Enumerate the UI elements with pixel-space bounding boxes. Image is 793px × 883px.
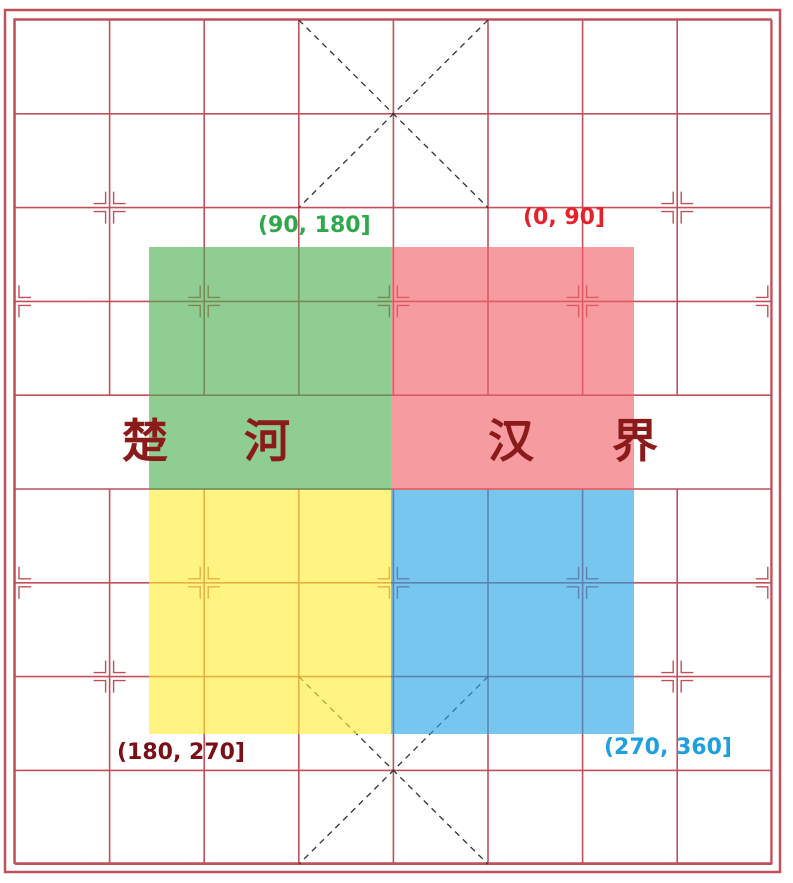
position-marker-2-corner (112, 679, 126, 693)
position-marker-13 (755, 566, 769, 599)
position-marker-3-corner (661, 679, 674, 693)
position-marker-8-corner (755, 304, 769, 318)
position-marker-13-corner (755, 566, 769, 580)
position-marker-9 (18, 566, 31, 599)
position-marker-4-corner (18, 304, 31, 318)
position-marker-4-corner (18, 285, 31, 299)
position-marker-13-corner (755, 586, 769, 599)
position-marker-1-corner (680, 191, 694, 205)
quadrant-q3-label: (180, 270] (117, 740, 245, 765)
position-marker-0-corner (93, 191, 107, 205)
outer-frame (3, 8, 782, 874)
quadrant-q2-label: (90, 180] (258, 213, 371, 238)
river-char-han: 汉 (488, 414, 534, 468)
position-marker-2-corner (112, 660, 126, 674)
river-char-chu: 楚 (122, 414, 168, 468)
position-marker-3-corner (661, 660, 674, 674)
quadrant-q2-overlay (149, 247, 391, 490)
position-marker-3-corner (680, 660, 694, 674)
position-marker-1 (661, 191, 694, 224)
river-char-he: 河 (244, 414, 290, 468)
position-marker-0-corner (112, 210, 126, 224)
position-marker-3-corner (680, 679, 694, 693)
position-marker-2-corner (93, 679, 107, 693)
position-marker-0-corner (112, 191, 126, 205)
palace-top-diag-2 (298, 19, 489, 209)
position-marker-2-corner (93, 660, 107, 674)
position-marker-8-corner (755, 285, 769, 299)
position-marker-2 (93, 660, 126, 693)
quadrant-q4-label: (270, 360] (604, 735, 732, 760)
position-marker-9-corner (18, 586, 31, 599)
position-marker-1-corner (661, 210, 674, 224)
position-marker-0-corner (93, 210, 107, 224)
position-marker-4 (18, 285, 31, 318)
position-marker-0 (93, 191, 126, 224)
river-char-jie: 界 (612, 414, 658, 468)
quadrant-q1-overlay (391, 247, 634, 490)
position-marker-1-corner (661, 191, 674, 205)
position-marker-8 (755, 285, 769, 318)
position-marker-1-corner (680, 210, 694, 224)
position-marker-3 (661, 660, 694, 693)
quadrant-q4-overlay (391, 490, 634, 734)
quadrant-q3-overlay (149, 490, 391, 734)
position-marker-9-corner (18, 566, 31, 580)
quadrant-q1-label: (0, 90] (523, 205, 606, 230)
